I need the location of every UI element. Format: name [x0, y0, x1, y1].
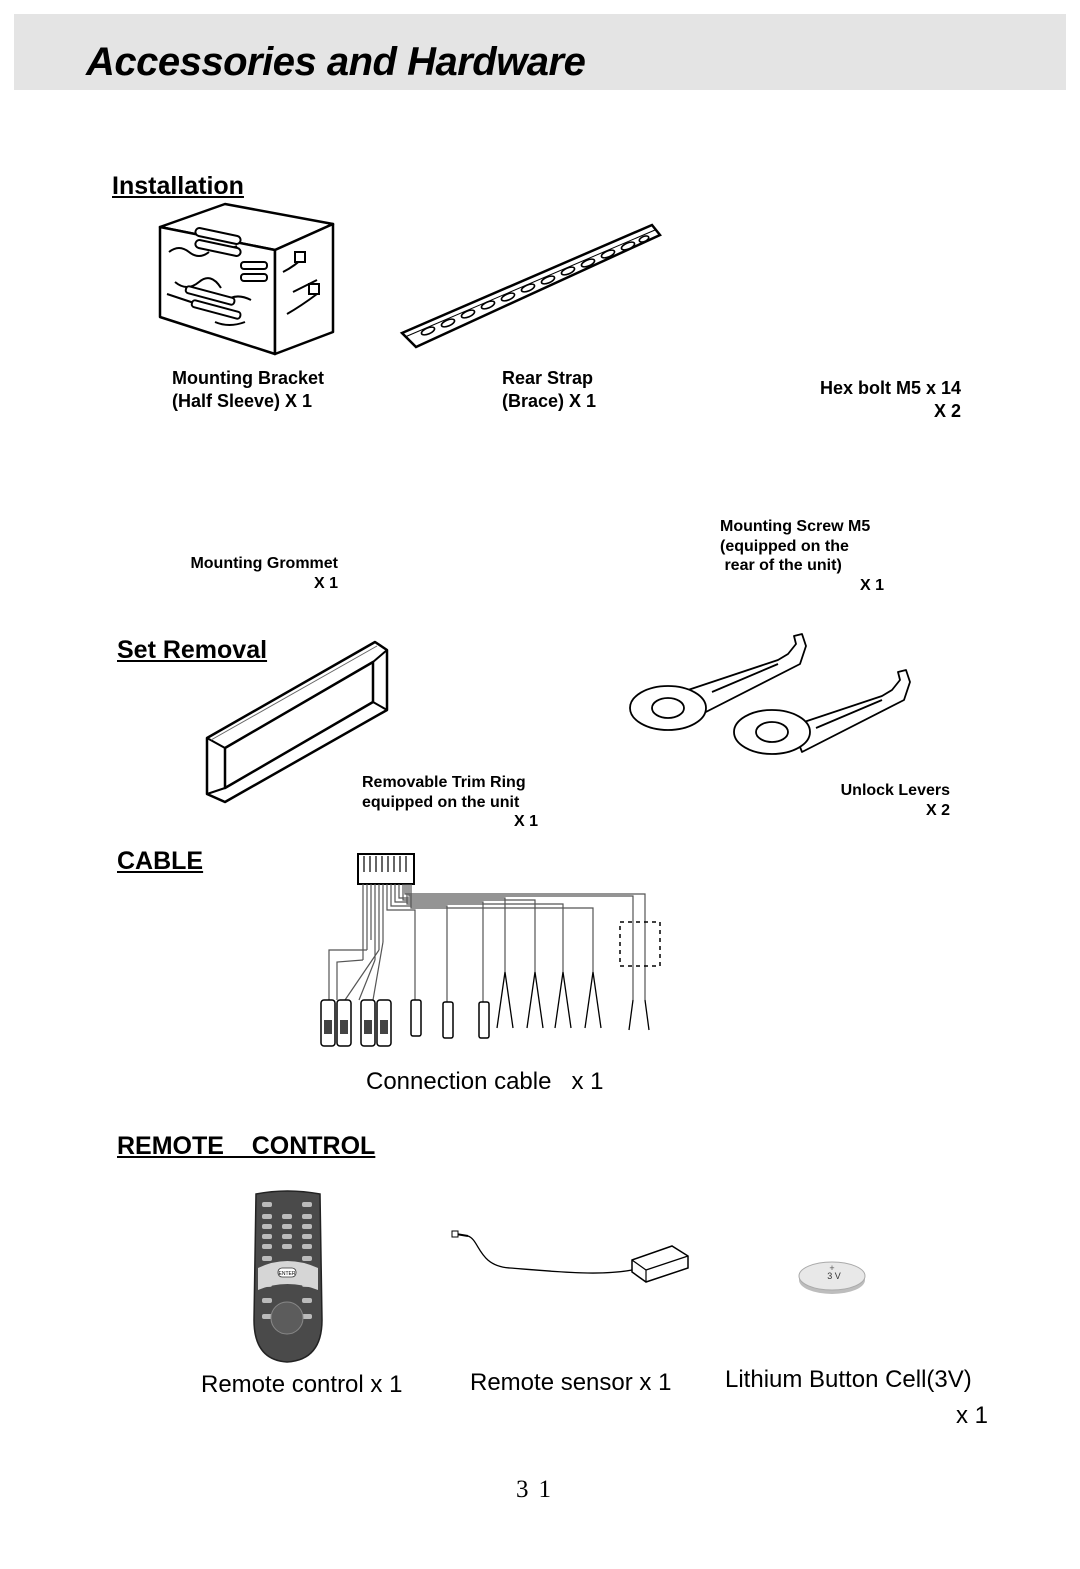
connection-cable-illustration [320, 853, 661, 1047]
set-removal-heading: Set Removal [117, 636, 268, 664]
rear-strap-caption: Rear Strap (Brace) X 1 [502, 368, 597, 411]
connection-cable-caption: Connection cable x 1 [366, 1068, 604, 1095]
lithium-cell-caption: Lithium Button Cell(3V) [725, 1366, 972, 1393]
rear-strap-illustration [399, 223, 662, 349]
page-number: 31 [516, 1476, 561, 1503]
header-band [14, 14, 1066, 90]
trim-ring-caption: Removable Trim Ring equipped on the unit… [362, 774, 538, 830]
mounting-screw-caption: Mounting Screw M5 (equipped on the rear … [720, 518, 884, 594]
remote-control-illustration: ENTER [253, 1190, 323, 1363]
svg-text:ENTER: ENTER [279, 1271, 296, 1277]
cable-heading: CABLE [117, 847, 204, 875]
remote-control-caption: Remote control x 1 [201, 1371, 403, 1398]
page-title: Accessories and Hardware [86, 40, 586, 84]
remote-control-heading: REMOTE CONTROL [117, 1132, 376, 1160]
mounting-bracket-caption: Mounting Bracket (Half Sleeve) X 1 [172, 368, 325, 411]
unlock-levers-caption: Unlock Levers X 2 [840, 782, 950, 819]
remote-sensor-caption: Remote sensor x 1 [470, 1369, 672, 1396]
remote-sensor-illustration [451, 1230, 689, 1283]
unlock-levers-illustration [629, 633, 911, 755]
mounting-grommet-caption: Mounting Grommet X 1 [190, 555, 338, 592]
svg-text:+: + [829, 1263, 834, 1273]
hex-bolt-caption: Hex bolt M5 x 14 X 2 [819, 378, 961, 421]
trim-ring-illustration [205, 640, 389, 804]
installation-heading: Installation [112, 172, 244, 200]
lithium-button-cell-illustration: 3 V + [798, 1261, 866, 1294]
lithium-cell-quantity: x 1 [955, 1402, 988, 1429]
svg-text:3 V: 3 V [827, 1271, 841, 1281]
mounting-bracket-illustration [158, 202, 335, 356]
